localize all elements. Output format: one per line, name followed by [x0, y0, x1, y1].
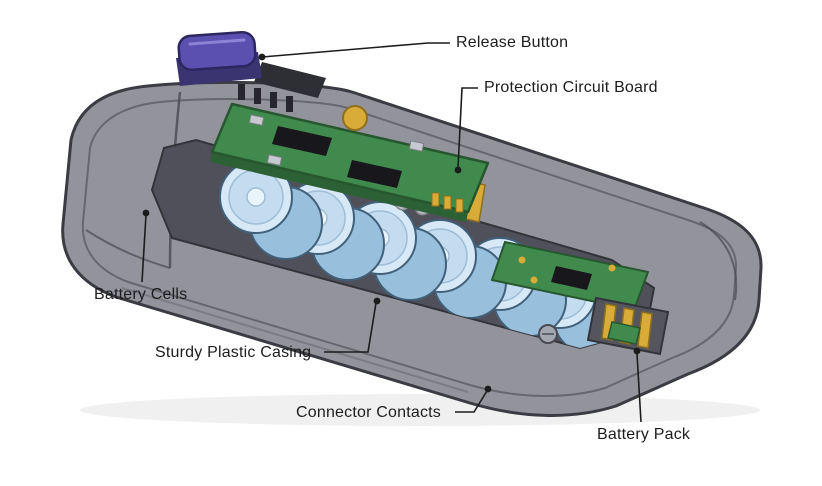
leader-dots: [142, 53, 641, 393]
rear-fins: [238, 84, 293, 112]
gold-coil: [342, 105, 368, 131]
leader-battery-cells: [141, 214, 147, 283]
label-release-button: Release Button: [456, 34, 569, 51]
ic-chip: [551, 266, 592, 290]
leader-release-button: [261, 42, 450, 58]
label-battery-pack: Battery Pack: [597, 426, 691, 443]
battery-pack-connector-part: [586, 296, 670, 356]
leader-sturdy-plastic-casing: [324, 302, 377, 353]
ic-chip: [347, 160, 402, 188]
screw: [538, 324, 558, 344]
protection-circuit-board-part: [210, 102, 490, 222]
battery-cell: [219, 160, 323, 260]
label-connector-contacts: Connector Contacts: [296, 404, 442, 421]
leader-battery-pack: [636, 353, 642, 423]
leader-protection-circuit-board: [457, 87, 478, 169]
label-sturdy-plastic-casing: Sturdy Plastic Casing: [155, 344, 312, 361]
leader-connector-contacts: [455, 390, 488, 413]
release-button-part: [176, 30, 326, 98]
label-protection-circuit-board: Protection Circuit Board: [484, 79, 658, 96]
leader-lines: [141, 42, 642, 423]
label-battery-cells: Battery Cells: [94, 286, 188, 303]
ic-chip: [272, 126, 332, 156]
